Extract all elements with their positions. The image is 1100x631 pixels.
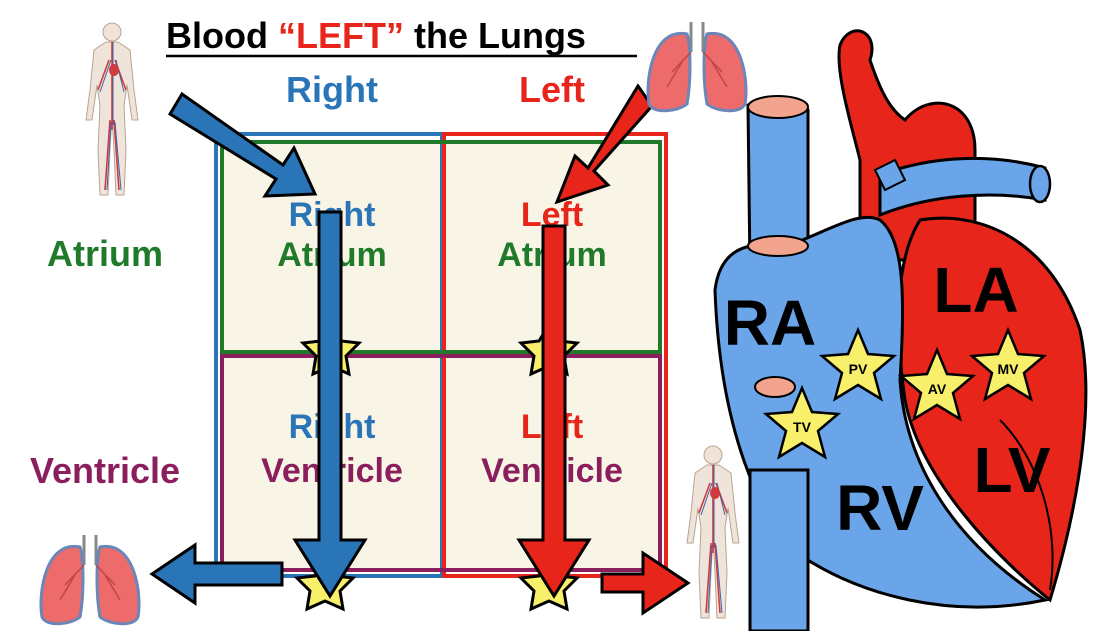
column-header-left: Left <box>519 69 585 110</box>
lv-wall-line <box>999 419 1054 591</box>
valve-tv-label: TV <box>793 419 812 435</box>
human-body-icon-top <box>85 22 139 196</box>
pulmonary-trunk <box>873 158 907 192</box>
star-mv <box>968 326 1048 402</box>
atrium-row-border <box>220 140 662 354</box>
arrow-right-atrium-to-ventricle <box>292 210 368 599</box>
svc-opening <box>747 95 809 119</box>
arrow-left-atrium-to-ventricle <box>516 224 592 599</box>
arrow-body-to-right-atrium <box>167 91 318 198</box>
chamber-la: LA <box>933 254 1018 326</box>
title: Blood “LEFT” the Lungs <box>166 15 586 56</box>
pulmonary-artery-opening <box>1028 164 1052 204</box>
ventricle-row-border <box>220 354 662 572</box>
chamber-ra: RA <box>724 287 816 359</box>
arrow-lungs-to-left-atrium <box>554 83 654 205</box>
aorta <box>837 29 977 262</box>
valve-av-label: AV <box>928 381 947 397</box>
human-body-icon-bottom <box>686 445 740 619</box>
row-header-atrium: Atrium <box>47 233 163 274</box>
arrow-to-lungs <box>149 542 284 606</box>
coronary-sinus <box>754 376 796 398</box>
valve-pv-label: PV <box>849 361 868 377</box>
inferior-vena-cava <box>748 468 810 631</box>
row-header-ventricle: Ventricle <box>30 450 180 491</box>
column-header-right: Right <box>286 69 378 110</box>
star-tv <box>762 384 842 460</box>
heart-illustration <box>713 29 1088 631</box>
star-pv <box>818 326 898 402</box>
arrow-to-body <box>600 550 691 616</box>
lungs-icon-bottom <box>39 533 141 626</box>
valve-mv-label: MV <box>998 361 1020 377</box>
star-av <box>897 346 977 422</box>
chamber-rv: RV <box>836 472 924 544</box>
svc-inner-opening <box>747 235 809 257</box>
chamber-lv: LV <box>973 434 1050 506</box>
lungs-icon-top <box>646 20 748 113</box>
